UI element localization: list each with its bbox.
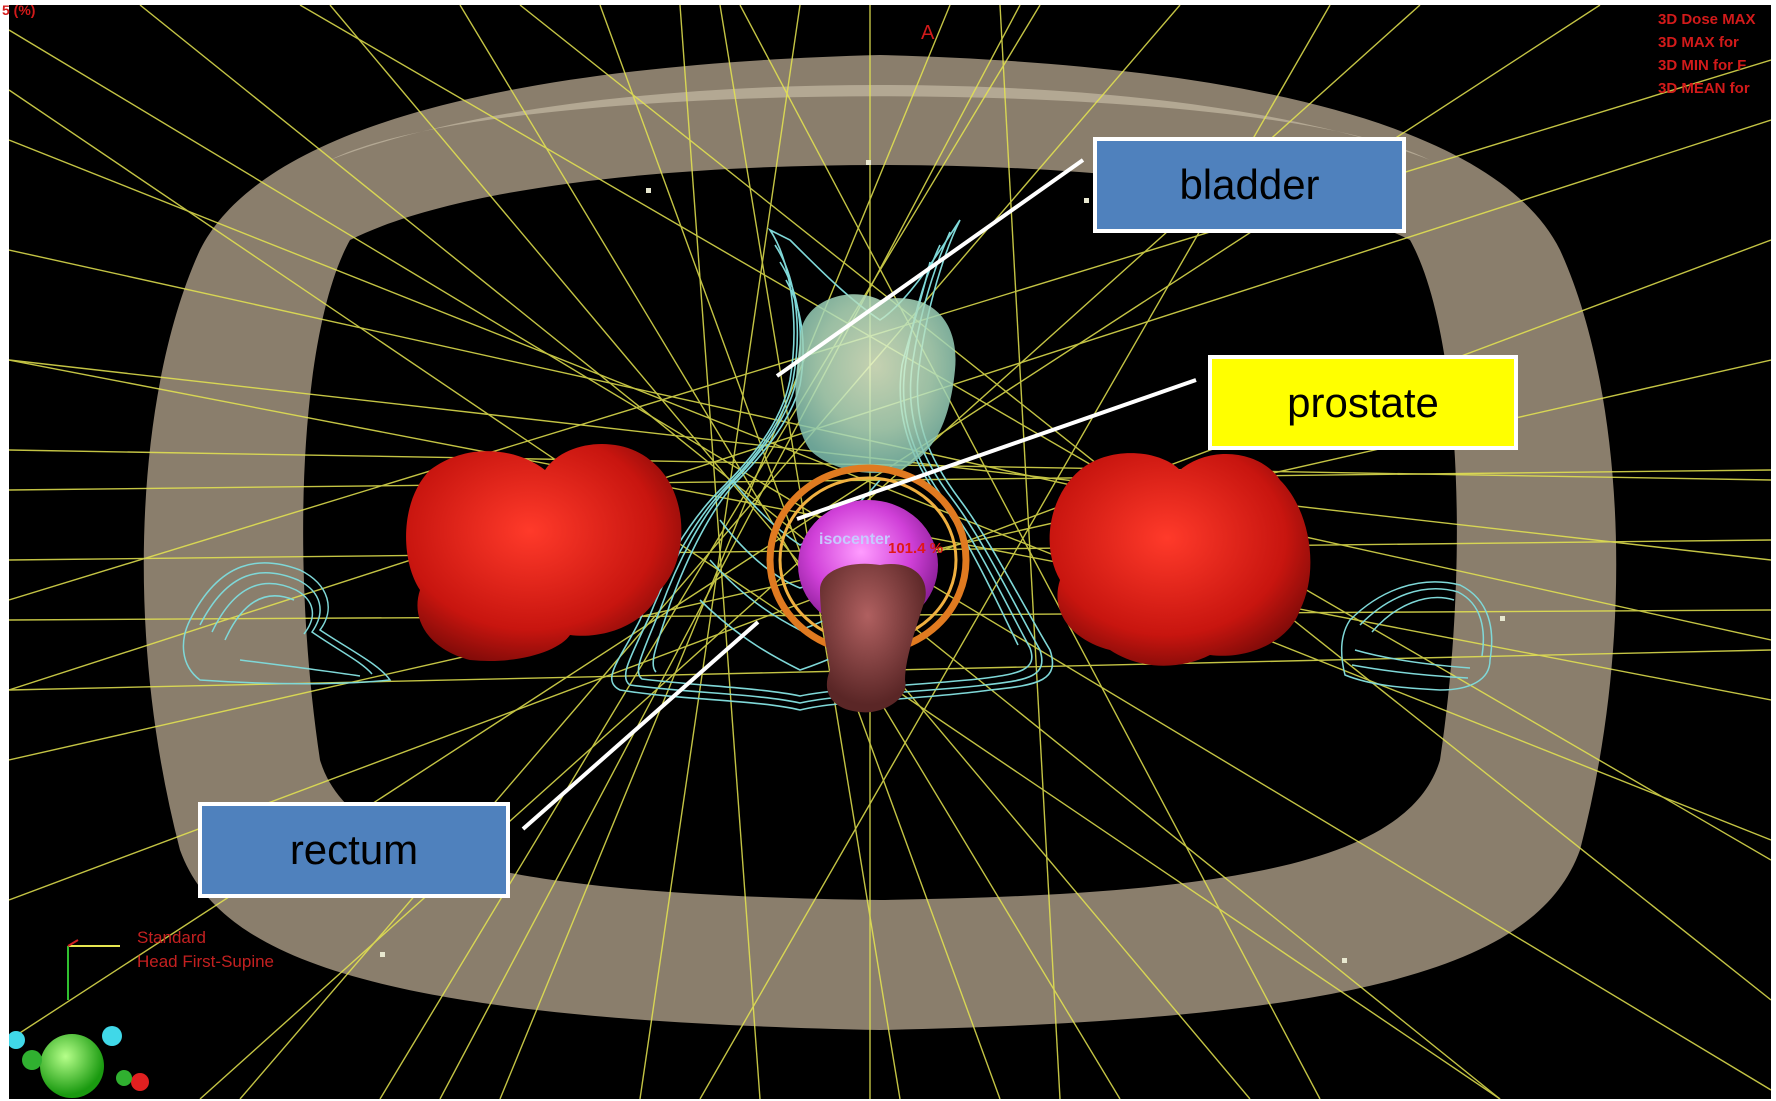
dose-statistics-panel: 3D Dose MAX 3D MAX for 3D MIN for F 3D M… — [1658, 12, 1776, 104]
rectum-structure — [820, 564, 926, 713]
view-mode-label: Standard — [137, 929, 206, 946]
isocenter-label: isocenter — [819, 532, 890, 548]
prostate-callout-text: prostate — [1287, 379, 1439, 427]
bladder-structure — [796, 294, 956, 473]
patient-orientation-label: Head First-Supine — [137, 953, 274, 970]
orientation-ball-widget — [9, 1026, 149, 1098]
bladder-callout: bladder — [1093, 137, 1406, 233]
rectum-callout-text: rectum — [290, 826, 418, 874]
dose-stat-max: 3D Dose MAX — [1658, 12, 1776, 35]
bladder-callout-text: bladder — [1179, 161, 1319, 209]
rectum-callout: rectum — [198, 802, 510, 898]
dose-stat-mean-for: 3D MEAN for — [1658, 81, 1776, 104]
dose-percent-label: 5 (%) — [2, 3, 35, 17]
prostate-callout: prostate — [1208, 355, 1518, 450]
orientation-axes — [68, 940, 120, 1000]
anterior-orientation-label: A — [921, 23, 934, 43]
dose-stat-max-for: 3D MAX for — [1658, 35, 1776, 58]
right-femoral-head — [1050, 453, 1311, 666]
dose-stat-min-for: 3D MIN for F — [1658, 58, 1776, 81]
left-femoral-head — [406, 444, 681, 661]
isocenter-dose-value: 101.4 % — [888, 541, 943, 556]
